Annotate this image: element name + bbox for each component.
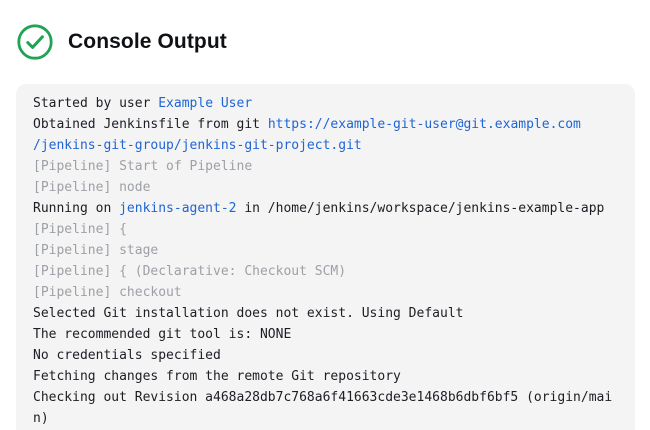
console-line: [Pipeline] { [33, 219, 619, 240]
console-text: Checking out Revision a468a28db7c768a6f4… [33, 390, 613, 426]
console-text: [Pipeline] checkout [33, 285, 182, 300]
success-check-icon [17, 23, 53, 60]
console-line: Running on jenkins-agent-2 in /home/jenk… [33, 198, 619, 219]
console-text: Started by user [33, 96, 159, 111]
page-title: Console Output [68, 29, 227, 53]
console-link[interactable]: jenkins-agent-2 [119, 201, 237, 216]
console-text: [Pipeline] node [33, 180, 151, 195]
console-line: [Pipeline] node [33, 177, 619, 198]
console-text: Fetching changes from the remote Git rep… [33, 369, 401, 384]
console-line: Obtained Jenkinsfile from git https://ex… [33, 114, 619, 135]
console-line: The recommended git tool is: NONE [33, 324, 619, 345]
console-text: No credentials specified [33, 348, 221, 363]
console-line: Started by user Example User [33, 93, 619, 114]
console-line: Fetching changes from the remote Git rep… [33, 366, 619, 387]
console-link[interactable]: Example User [158, 96, 253, 111]
console-text: [Pipeline] stage [33, 243, 159, 258]
console-line: [Pipeline] { (Declarative: Checkout SCM) [33, 261, 619, 282]
console-text: in /home/jenkins/workspace/jenkins-examp… [236, 201, 605, 216]
console-text: Selected Git installation does not exist… [33, 306, 464, 321]
console-line: [Pipeline] checkout [33, 282, 619, 303]
console-text: Obtained Jenkinsfile from git [33, 117, 268, 132]
console-text: The recommended git tool is: NONE [33, 327, 292, 342]
console-line: No credentials specified [33, 345, 619, 366]
console-line: /jenkins-git-group/jenkins-git-project.g… [33, 135, 619, 156]
console-line: Selected Git installation does not exist… [33, 303, 619, 324]
console-text: Running on [33, 201, 120, 216]
console-line: Checking out Revision a468a28db7c768a6f4… [33, 387, 619, 429]
console-link[interactable]: /jenkins-git-group/jenkins-git-project.g… [33, 138, 362, 153]
console-text: [Pipeline] { (Declarative: Checkout SCM) [33, 264, 347, 279]
console-text: [Pipeline] { [33, 222, 127, 237]
console-link[interactable]: https://example-git-user@git.example.com [267, 117, 581, 132]
console-line: [Pipeline] Start of Pipeline [33, 156, 619, 177]
console-text: [Pipeline] Start of Pipeline [33, 159, 253, 174]
page-header: Console Output [0, 0, 650, 70]
console-line: [Pipeline] stage [33, 240, 619, 261]
